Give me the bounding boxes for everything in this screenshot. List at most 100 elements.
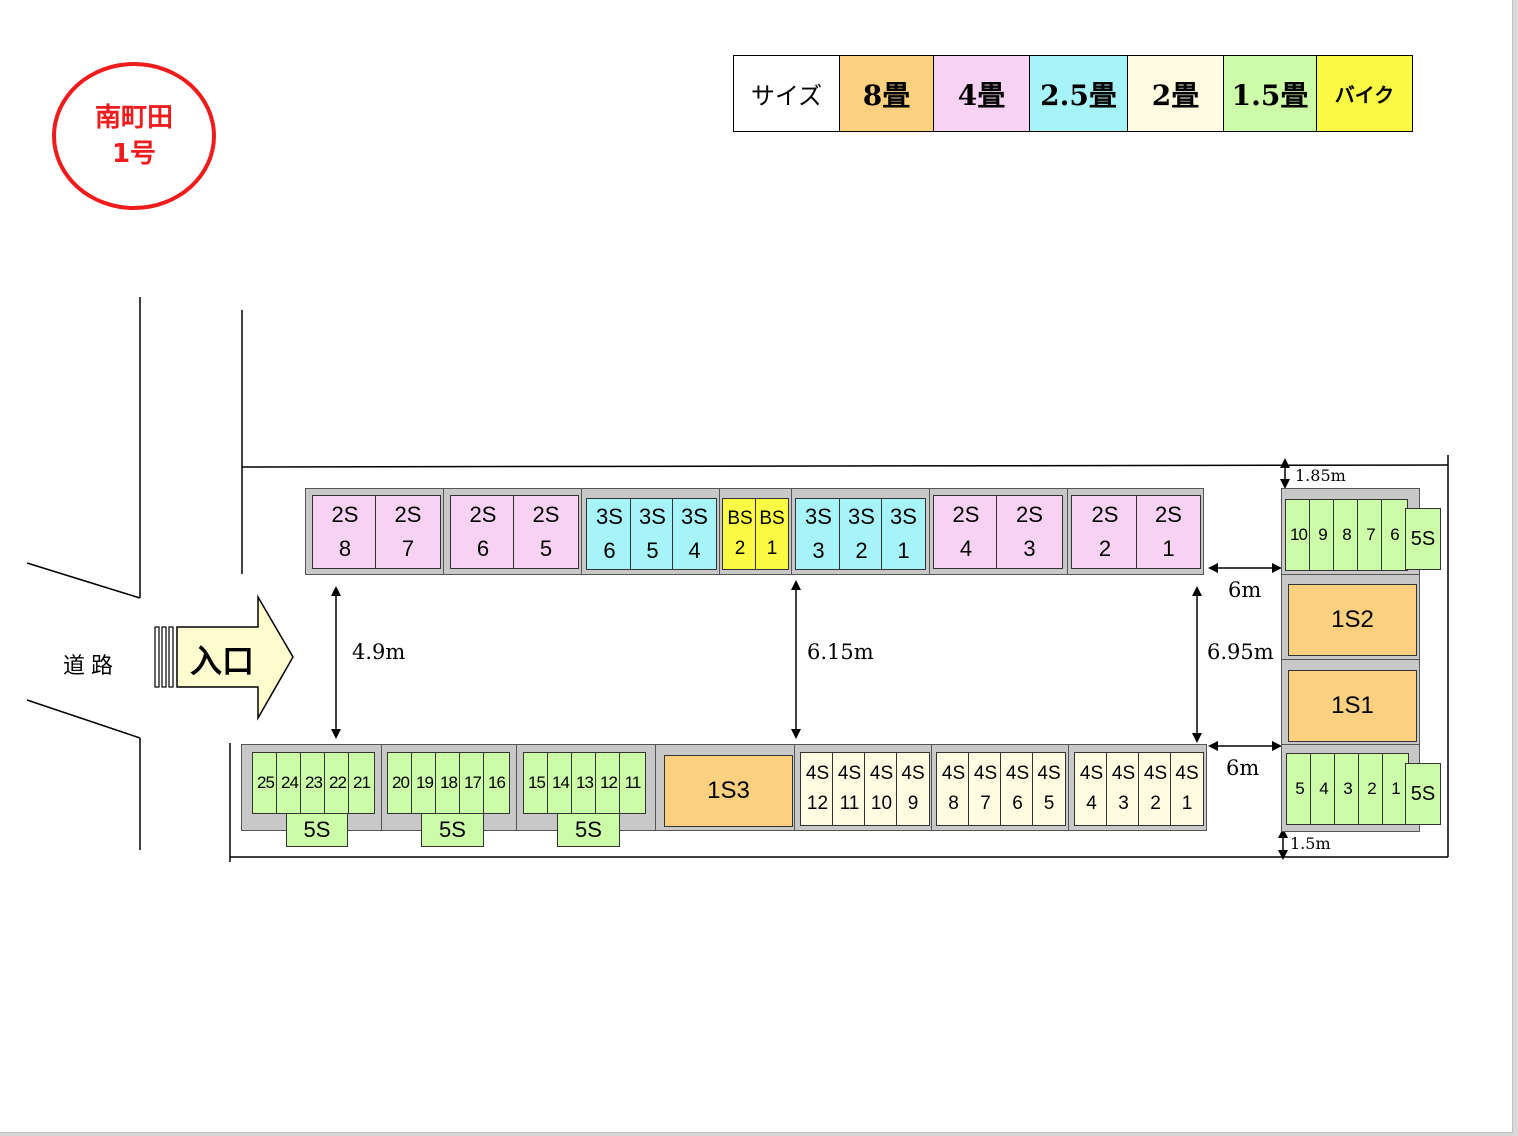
- unit-5s-5[interactable]: 5: [1286, 753, 1313, 825]
- unit-5s-22[interactable]: 22: [324, 752, 351, 814]
- top-row-divider: [1067, 489, 1068, 574]
- unit-number: 1: [766, 538, 778, 559]
- unit-number: 12: [806, 793, 829, 814]
- unit-type: 4S: [1005, 763, 1030, 784]
- unit-number: 15: [528, 773, 546, 792]
- unit-number: 11: [624, 773, 642, 792]
- unit-number: 12: [600, 773, 618, 792]
- unit-type: 4S: [973, 763, 998, 784]
- right-column-divider: [1282, 659, 1419, 660]
- unit-5s-19[interactable]: 19: [411, 752, 438, 814]
- unit-5s-21[interactable]: 21: [348, 752, 375, 814]
- unit-number: 7: [980, 793, 991, 814]
- unit-number: 6: [1390, 525, 1400, 544]
- unit-5s-25[interactable]: 25: [252, 752, 279, 814]
- unit-type: 3S: [890, 504, 917, 529]
- unit-5s-17[interactable]: 17: [459, 752, 486, 814]
- unit-1s1[interactable]: 1S1: [1288, 670, 1417, 742]
- unit-5s-23[interactable]: 23: [300, 752, 327, 814]
- bottom-row-divider: [381, 745, 382, 830]
- unit-number: 7: [401, 536, 415, 561]
- unit-5s-2[interactable]: 2: [1358, 753, 1385, 825]
- unit-5s-10[interactable]: 10: [1285, 499, 1312, 571]
- unit-5s-18[interactable]: 18: [435, 752, 462, 814]
- size-legend: サイズ 8畳 4畳 2.5畳 2畳 1.5畳 バイク: [733, 55, 1413, 132]
- unit-number: 8: [948, 793, 959, 814]
- unit-5s-3[interactable]: 3: [1334, 753, 1361, 825]
- unit-1s3[interactable]: 1S3: [664, 755, 793, 827]
- unit-5s-13[interactable]: 13: [571, 752, 598, 814]
- unit-5s-6[interactable]: 6: [1381, 499, 1408, 571]
- unit-5s-4[interactable]: 4: [1310, 753, 1337, 825]
- unit-number: 2: [1098, 536, 1112, 561]
- unit-5s-8[interactable]: 8: [1333, 499, 1360, 571]
- bottom-row-building: 25 24 23 22 21 20 19 18 17 16 15 14 13 1…: [241, 744, 1207, 831]
- unit-type: 3S: [639, 504, 666, 529]
- unit-number: 1: [897, 538, 910, 563]
- unit-type: BS: [759, 508, 785, 529]
- dim-bottom-margin: 1.5m: [1290, 834, 1331, 853]
- bottom-row-divider: [1068, 745, 1069, 830]
- unit-5s-24[interactable]: 24: [276, 752, 303, 814]
- unit-type: 3S: [805, 504, 832, 529]
- unit-number: 8: [338, 536, 352, 561]
- legend-header: サイズ: [734, 56, 840, 131]
- unit-bs-1[interactable]: BS 1: [755, 498, 789, 570]
- unit-type: 2S: [331, 502, 359, 527]
- unit-5s-15[interactable]: 15: [523, 752, 550, 814]
- unit-5s-20[interactable]: 20: [387, 752, 414, 814]
- top-row-divider: [581, 489, 582, 574]
- unit-type: 4S: [1079, 763, 1104, 784]
- unit-type: 4S: [941, 763, 966, 784]
- unit-type: 4S: [805, 763, 830, 784]
- unit-number: 4: [959, 536, 973, 561]
- unit-5s-9[interactable]: 9: [1309, 499, 1336, 571]
- unit-5s-7[interactable]: 7: [1357, 499, 1384, 571]
- unit-number: 22: [329, 773, 347, 792]
- legend-8jo: 8畳: [840, 56, 934, 131]
- unit-number: 3: [1118, 793, 1129, 814]
- dim-side-gap-bottom: 6m: [1226, 756, 1260, 780]
- dim-center-gap: 6.15m: [807, 640, 874, 664]
- dim-right-gap: 6.95m: [1207, 640, 1274, 664]
- entrance-label: 入口: [190, 642, 255, 680]
- unit-5s-11[interactable]: 11: [619, 752, 646, 814]
- unit-1s2[interactable]: 1S2: [1288, 584, 1417, 656]
- unit-5s-1[interactable]: 1: [1382, 753, 1409, 825]
- unit-number: 7: [1366, 525, 1376, 544]
- unit-5s-14[interactable]: 14: [547, 752, 574, 814]
- unit-number: 19: [416, 773, 434, 792]
- unit-5s-12[interactable]: 12: [595, 752, 622, 814]
- unit-number: 5: [1295, 779, 1305, 798]
- unit-5s-16[interactable]: 16: [483, 752, 510, 814]
- unit-type: 2S: [1155, 502, 1182, 527]
